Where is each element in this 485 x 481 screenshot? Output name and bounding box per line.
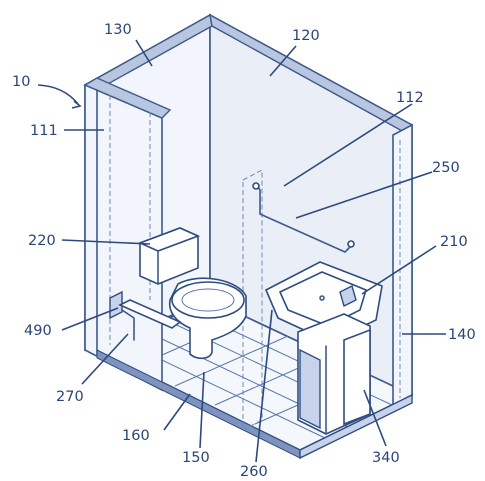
pipe-duct-outline [242,169,263,431]
faucet [339,284,357,308]
leader-270 [81,333,129,385]
label-10: 10 [12,74,30,90]
leader-130 [135,39,153,67]
label-260: 260 [240,464,268,480]
label-130: 130 [104,22,132,38]
toilet-seat [171,281,245,319]
label-340: 340 [372,450,400,466]
leader-10 [37,84,79,105]
label-120: 120 [292,28,320,44]
leader-220 [61,239,151,245]
leader-lines [37,39,446,463]
label-140: 140 [448,327,476,343]
label-150: 150 [182,450,210,466]
label-111: 111 [30,123,58,139]
leader-120 [269,45,297,77]
grab-bar-mount-top [252,182,260,190]
leader-112 [283,103,413,187]
supply-pipe [121,309,135,341]
cabinet-side-unit [343,328,371,426]
leader-150 [199,371,205,449]
label-270: 270 [56,389,84,405]
leader-210 [361,245,437,295]
leader-490 [61,307,119,331]
leader-10-arrow [71,100,82,109]
label-210: 210 [440,234,468,250]
basin-drain [319,295,325,301]
left-front-panel-rim [83,77,172,119]
leader-160 [163,393,191,431]
leader-340 [363,389,387,447]
leader-250 [295,171,433,219]
right-front-panel [392,123,413,407]
grab-bar-mount-end [347,240,355,248]
label-250: 250 [432,160,460,176]
label-490: 490 [24,323,52,339]
toilet-seat-inner [181,288,235,312]
label-160: 160 [122,428,150,444]
cabinet-front [299,348,321,430]
leader-260 [255,309,273,463]
toilet-tank-lid [137,227,201,252]
label-112: 112 [396,90,424,106]
floor-right-edge [299,393,413,460]
hand-shower [118,299,182,329]
label-220: 220 [28,233,56,249]
